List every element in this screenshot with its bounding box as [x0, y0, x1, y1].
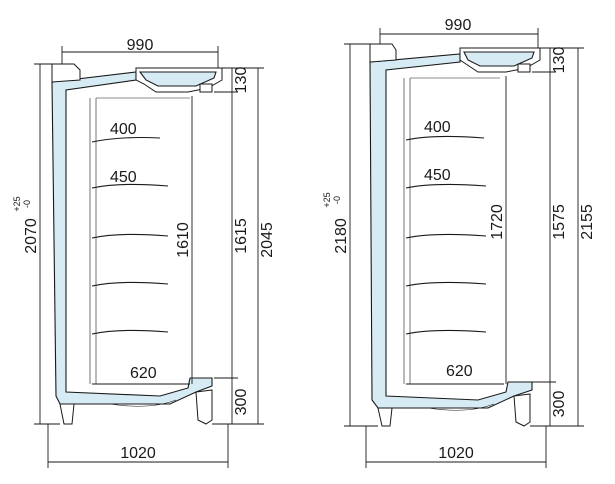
- unit-right-tolerance-upper: +25: [322, 192, 332, 207]
- unit-left-shelf-1: [91, 136, 161, 143]
- unit-left-shelf-label-1: 400: [110, 121, 137, 138]
- unit-right-foot-front: [377, 407, 393, 427]
- unit-right-inner-height: 1720: [489, 204, 506, 240]
- unit-left-shelf-5: [91, 329, 169, 335]
- unit-right-base-height: 300: [551, 391, 568, 418]
- unit-right-foot-rear: [513, 393, 531, 427]
- unit-right: 990 1020 400 450 620 1720 1575 2155 130 …: [322, 17, 596, 468]
- unit-right-shelf-label-1: 400: [424, 119, 451, 136]
- unit-left-canopy-inner: [138, 71, 217, 87]
- unit-right-top-height: 130: [551, 47, 568, 74]
- unit-left-foot-rear: [195, 389, 213, 425]
- unit-right-body-height: 2155: [579, 204, 596, 240]
- unit-right-tolerance-lower: -0: [332, 196, 342, 204]
- unit-left-top-block: [51, 63, 81, 83]
- unit-left-foot-front: [59, 403, 75, 425]
- unit-left-base-height: 300: [233, 389, 250, 416]
- unit-right-shelf-2: [405, 183, 487, 189]
- unit-right-shell: [369, 53, 533, 409]
- unit-left-base-width: 1020: [120, 445, 156, 462]
- unit-left-shell: [51, 71, 213, 405]
- unit-left-shelf-4: [91, 281, 169, 287]
- unit-right-bottom-depth: 620: [446, 363, 473, 380]
- unit-left-display-height: 1615: [233, 218, 250, 254]
- unit-right-base-width: 1020: [438, 445, 474, 462]
- unit-left-light: [199, 83, 213, 93]
- unit-right-display-height: 1575: [551, 204, 568, 240]
- unit-right-shelf-4: [405, 281, 487, 287]
- unit-right-top-block: [369, 43, 397, 63]
- unit-left-top-width: 990: [127, 37, 154, 54]
- unit-right-top-width: 990: [445, 17, 472, 34]
- unit-left-inner-height: 1610: [175, 222, 192, 258]
- unit-left-top-height: 130: [233, 67, 250, 94]
- unit-left-shelf-3: [91, 233, 169, 239]
- unit-right-shelf-5: [405, 329, 487, 335]
- unit-left-total-height: 2070: [23, 218, 40, 254]
- unit-right-light: [517, 63, 531, 73]
- unit-left: 990 1020 400 450 620 1610 1615 2045 130 …: [12, 37, 276, 468]
- unit-left-shelf-2: [91, 183, 169, 189]
- unit-left-body-height: 2045: [259, 222, 276, 258]
- unit-right-canopy-inner: [463, 51, 535, 67]
- unit-right-shelf-1: [405, 135, 485, 141]
- unit-left-bottom-depth: 620: [130, 365, 157, 382]
- unit-right-total-height: 2180: [333, 218, 350, 254]
- unit-left-tolerance-lower: -0: [22, 200, 32, 208]
- unit-left-shelf-label-2: 450: [110, 169, 137, 186]
- unit-right-shelf-label-2: 450: [424, 167, 451, 184]
- unit-right-shelf-3: [405, 233, 487, 239]
- unit-left-tolerance-upper: +25: [12, 196, 22, 211]
